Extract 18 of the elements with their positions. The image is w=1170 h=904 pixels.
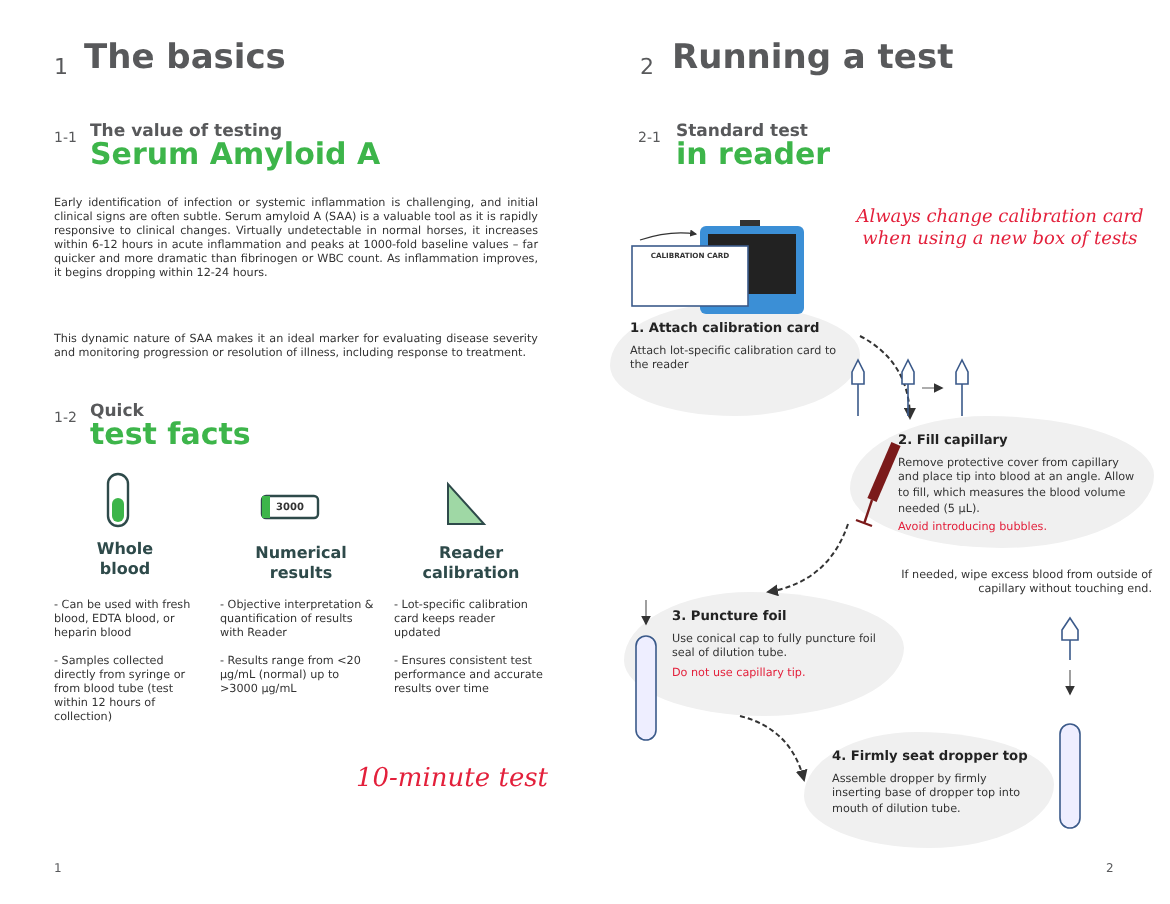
section-number: 2 (640, 54, 656, 82)
dashed-arrow (739, 715, 807, 782)
fact-title: Numerical results (253, 544, 349, 584)
fact-title: Whole blood (94, 540, 156, 580)
subheading: The value of testing (90, 122, 283, 142)
page-heading: Running a test (672, 42, 956, 76)
subheading: Standard test (676, 122, 808, 142)
highlighted-heading: in reader (676, 140, 833, 170)
subheading: Quick (90, 402, 146, 423)
highlighted-heading: Serum Amyloid A (90, 140, 383, 170)
handwritten-note: 10-minute test (356, 764, 551, 797)
page-heading: The basics (84, 42, 288, 76)
dashed-arrow (859, 335, 916, 420)
fact-title: Reader calibration (420, 544, 522, 584)
highlighted-heading: test facts (90, 420, 253, 450)
dashed-arrow (766, 523, 849, 596)
section-number: 1 (54, 54, 70, 82)
handwritten-note: Always change calibration card when using a new box of tests (853, 208, 1146, 253)
